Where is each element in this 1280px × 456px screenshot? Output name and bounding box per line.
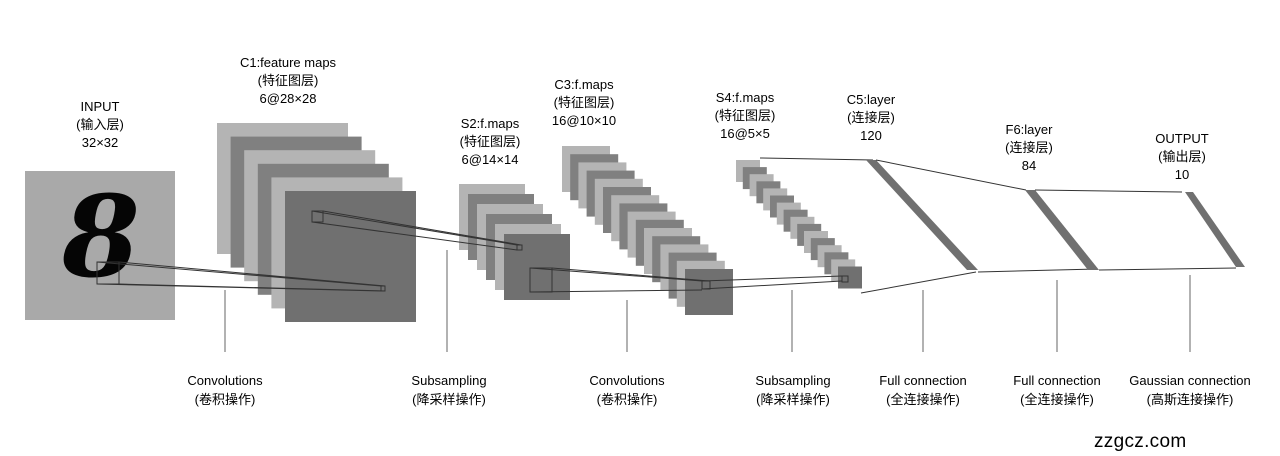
c3-map-16 [685, 269, 733, 315]
layer-name: C3:f.maps [554, 77, 614, 92]
layer-size: 16@10×10 [551, 113, 617, 128]
layer-size: 16@5×5 [720, 126, 770, 141]
label-c3: C3:f.maps (特征图层) 16@10×10 [552, 76, 616, 130]
label-s4: S4:f.maps (特征图层) 16@5×5 [715, 89, 776, 143]
op-cn: (卷积操作) [194, 392, 256, 407]
fully-connected-layers [759, 157, 1245, 294]
layer-cn: (特征图层) [553, 95, 615, 110]
layer-cn: (输出层) [1158, 149, 1206, 164]
watermark: zzgcz.com [1094, 431, 1187, 452]
op-subsampling-2: Subsampling (降采样操作) [755, 371, 830, 409]
op-gaussian-connection: Gaussian connection (高斯连接操作) [1129, 371, 1250, 409]
layer-name: INPUT [80, 99, 120, 114]
s4-map-16 [838, 266, 862, 289]
layer-size: 84 [1021, 158, 1037, 173]
op-en: Full connection [879, 373, 967, 388]
input-digit: 8 [61, 172, 140, 303]
c3-feature-map-stack [562, 146, 733, 315]
operation-ticks [224, 250, 1191, 352]
op-full-connection-2: Full connection (全连接操作) [1013, 371, 1100, 409]
op-en: Convolutions [187, 373, 263, 388]
layer-cn: (输入层) [76, 117, 124, 132]
layer-size: 6@28×28 [259, 91, 317, 106]
op-cn: (全连接操作) [1020, 392, 1094, 407]
layer-size: 120 [860, 128, 882, 143]
label-input: INPUT (输入层) 32×32 [76, 98, 124, 152]
c1-feature-map-stack [217, 123, 416, 322]
c1-map-6 [285, 191, 416, 322]
op-cn: (卷积操作) [596, 392, 658, 407]
label-c5: C5:layer (连接层) 120 [847, 91, 895, 145]
label-output: OUTPUT (输出层) 10 [1155, 130, 1208, 184]
label-f6: F6:layer (连接层) 84 [1005, 121, 1053, 175]
layer-name: S2:f.maps [460, 116, 520, 131]
op-en: Gaussian connection [1129, 373, 1251, 388]
layer-size: 32×32 [81, 135, 119, 150]
layer-name: S4:f.maps [715, 90, 775, 105]
label-c1: C1:feature maps (特征图层) 6@28×28 [240, 54, 336, 108]
layer-size: 6@14×14 [461, 152, 519, 167]
layer-size: 10 [1174, 167, 1190, 182]
op-convolutions-2: Convolutions (卷积操作) [589, 371, 664, 409]
layer-cn: (连接层) [847, 110, 895, 125]
label-s2: S2:f.maps (特征图层) 6@14×14 [460, 115, 521, 169]
layer-cn: (连接层) [1005, 140, 1053, 155]
c1-window [311, 210, 324, 223]
op-convolutions-1: Convolutions (卷积操作) [187, 371, 262, 409]
c5-layer-bar [866, 160, 978, 270]
projection-lines [96, 210, 849, 293]
f6-layer-bar [1025, 190, 1099, 270]
op-cn: (降采样操作) [756, 392, 830, 407]
s4-feature-map-stack [736, 160, 862, 289]
layer-cn: (特征图层) [459, 134, 521, 149]
input-image: 8 [25, 171, 175, 320]
layer-name: C1:feature maps [239, 55, 337, 70]
op-en: Full connection [1013, 373, 1101, 388]
layer-name: C5:layer [846, 92, 896, 107]
op-full-connection-1: Full connection (全连接操作) [879, 371, 966, 409]
op-cn: (全连接操作) [886, 392, 960, 407]
op-en: Convolutions [589, 373, 665, 388]
s2-feature-map-stack [459, 184, 570, 300]
output-layer-bar [1185, 192, 1245, 267]
layer-name: F6:layer [1005, 122, 1053, 137]
layer-name: OUTPUT [1155, 131, 1209, 146]
op-subsampling-1: Subsampling (降采样操作) [411, 371, 486, 409]
op-cn: (高斯连接操作) [1146, 392, 1234, 407]
layer-cn: (特征图层) [714, 108, 776, 123]
op-en: Subsampling [411, 373, 487, 388]
op-en: Subsampling [755, 373, 831, 388]
layer-cn: (特征图层) [257, 73, 319, 88]
op-cn: (降采样操作) [412, 392, 486, 407]
